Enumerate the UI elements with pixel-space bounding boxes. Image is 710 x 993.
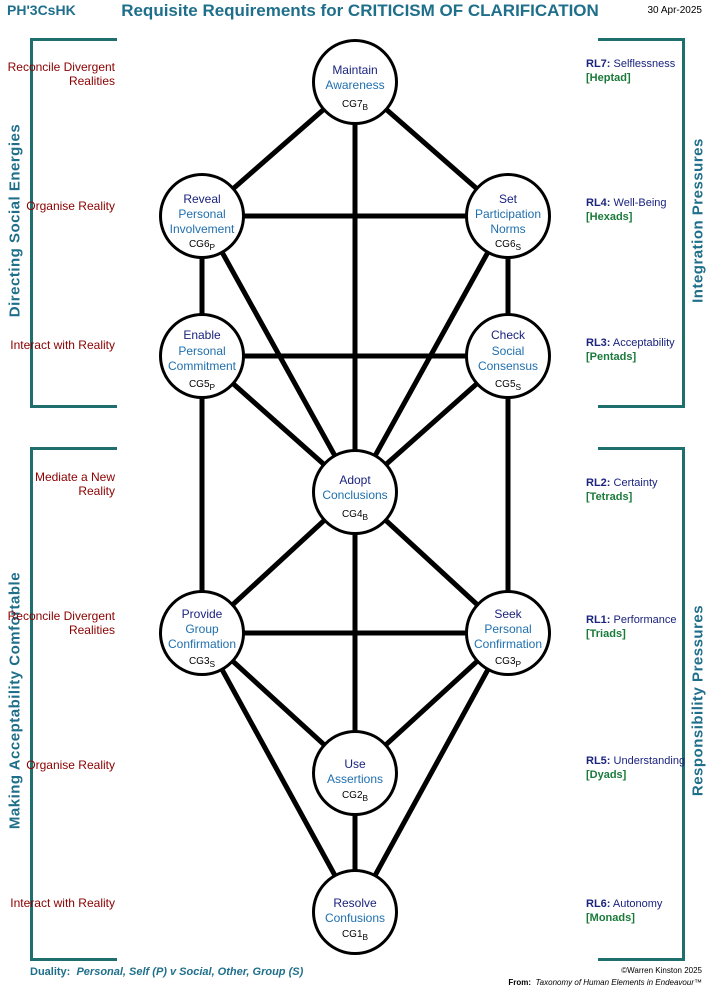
node-cg3p-line1: Seek bbox=[494, 607, 522, 621]
node-cg5s-line2: Social bbox=[491, 344, 525, 358]
node-cg6p-line3: Involvement bbox=[169, 222, 235, 236]
rl2-group: [Tetrads] bbox=[586, 491, 633, 503]
node-cg5p-line3: Commitment bbox=[167, 359, 236, 373]
node-cg3s-tag: CG3S bbox=[188, 656, 216, 669]
duality-text: Personal, Self (P) v Social, Other, Grou… bbox=[76, 966, 304, 978]
node-cg6s-tag: CG6S bbox=[494, 239, 522, 252]
node-cg2-line1: Use bbox=[344, 757, 366, 771]
left-label-rl2: Mediate a New Reality bbox=[34, 470, 115, 498]
node-cg6s-line2: Participation bbox=[474, 207, 542, 221]
duality-footer: Duality: Personal, Self (P) v Social, Ot… bbox=[30, 966, 303, 978]
rl1-group: [Triads] bbox=[586, 628, 626, 640]
node-cg6p-line1: Reveal bbox=[183, 192, 221, 206]
node-cg5s-line1: Check bbox=[490, 328, 525, 342]
node-cg4-tag: CG4B bbox=[341, 509, 369, 522]
page-title: Requisite Requirements for CRITICISM OF … bbox=[121, 1, 599, 20]
node-cg3s-line1: Provide bbox=[181, 607, 223, 621]
node-cg2: Use Assertions CG2B bbox=[312, 730, 398, 816]
node-cg6s-line3: Norms bbox=[490, 222, 526, 236]
rl4-group: [Hexads] bbox=[586, 211, 633, 223]
node-cg6s: Set Participation Norms CG6S bbox=[465, 173, 551, 259]
node-cg3p-line3: Confirmation bbox=[473, 637, 543, 651]
rl5-group: [Dyads] bbox=[586, 769, 627, 781]
left-label-rl1: Reconcile Divergent Realities bbox=[7, 609, 115, 637]
left-label-rl7: Reconcile Divergent Realities bbox=[7, 60, 115, 88]
edge-cg3p-cg1 bbox=[352, 630, 511, 915]
rl3-group: [Pentads] bbox=[586, 351, 637, 363]
node-cg5p-line2: Personal bbox=[178, 344, 226, 358]
node-cg5s: Check Social Consensus CG5S bbox=[465, 313, 551, 399]
source-line: From: Taxonomy of Human Elements in Ende… bbox=[508, 978, 702, 987]
rl5-label: RL5: Understanding bbox=[586, 755, 686, 767]
node-cg3s: Provide Group Confirmation CG3S bbox=[159, 590, 245, 676]
node-cg6p-tag: CG6P bbox=[188, 239, 216, 252]
rl6-label: RL6: Autonomy bbox=[586, 898, 663, 910]
node-cg5s-tag: CG5S bbox=[494, 379, 522, 392]
node-cg1: Resolve Confusions CG1B bbox=[312, 869, 398, 955]
node-cg7: Maintain Awareness CG7B bbox=[312, 39, 398, 125]
copyright-text: ©Warren Kinston 2025 bbox=[621, 966, 702, 975]
rl2-label: RL2: Certainty bbox=[586, 477, 658, 489]
rl7-group: [Heptad] bbox=[586, 72, 631, 84]
right-top-bracket bbox=[598, 38, 685, 408]
node-cg6p-line2: Personal bbox=[178, 207, 226, 221]
node-cg5p-tag: CG5P bbox=[188, 379, 216, 392]
node-cg6p: Reveal Personal Involvement CG6P bbox=[159, 173, 245, 259]
left-label-rl4: Organise Reality bbox=[26, 199, 115, 213]
node-cg1-tag: CG1B bbox=[341, 929, 369, 942]
node-cg3p-line2: Personal bbox=[484, 622, 532, 636]
left-label-rl3: Interact with Reality bbox=[10, 338, 115, 352]
node-cg2-tag: CG2B bbox=[341, 790, 369, 803]
edge-cg3s-cg1 bbox=[199, 630, 358, 915]
rl1-label: RL1: Performance bbox=[586, 614, 677, 626]
node-cg7-line1: Maintain bbox=[332, 63, 378, 77]
left-label-rl6: Interact with Reality bbox=[10, 896, 115, 910]
node-cg7-tag: CG7B bbox=[341, 99, 369, 112]
duality-label: Duality: bbox=[30, 966, 71, 978]
node-cg3s-line2: Group bbox=[185, 622, 219, 636]
rl7-label: RL7: Selflessness bbox=[586, 58, 676, 70]
node-cg4: Adopt Conclusions CG4B bbox=[312, 449, 398, 535]
document-code: PH'3CsHK bbox=[7, 2, 76, 18]
node-cg2-line2: Assertions bbox=[326, 772, 384, 786]
node-cg3p-tag: CG3P bbox=[494, 656, 522, 669]
node-cg1-line1: Resolve bbox=[333, 896, 377, 910]
date-stamp: 30 Apr-2025 bbox=[647, 5, 703, 16]
right-bottom-bracket bbox=[598, 447, 685, 961]
node-cg3s-line3: Confirmation bbox=[167, 637, 237, 651]
node-cg4-line2: Conclusions bbox=[322, 488, 388, 502]
node-cg1-line2: Confusions bbox=[324, 911, 386, 925]
copyright-block: ©Warren Kinston 2025 From: Taxonomy of H… bbox=[508, 965, 702, 989]
left-top-bracket bbox=[30, 38, 117, 408]
node-cg3p: Seek Personal Confirmation CG3P bbox=[465, 590, 551, 676]
node-cg5s-line3: Consensus bbox=[477, 359, 539, 373]
node-cg6s-line1: Set bbox=[498, 192, 517, 206]
node-cg5p: Enable Personal Commitment CG5P bbox=[159, 313, 245, 399]
rl6-group: [Monads] bbox=[586, 912, 635, 924]
left-bottom-bracket bbox=[30, 447, 117, 961]
node-cg4-line1: Adopt bbox=[339, 473, 371, 487]
node-cg7-line2: Awareness bbox=[325, 78, 385, 92]
rl4-label: RL4: Well-Being bbox=[586, 197, 667, 209]
rl3-label: RL3: Acceptability bbox=[586, 337, 675, 349]
node-cg5p-line1: Enable bbox=[183, 328, 221, 342]
left-label-rl5: Organise Reality bbox=[26, 758, 115, 772]
